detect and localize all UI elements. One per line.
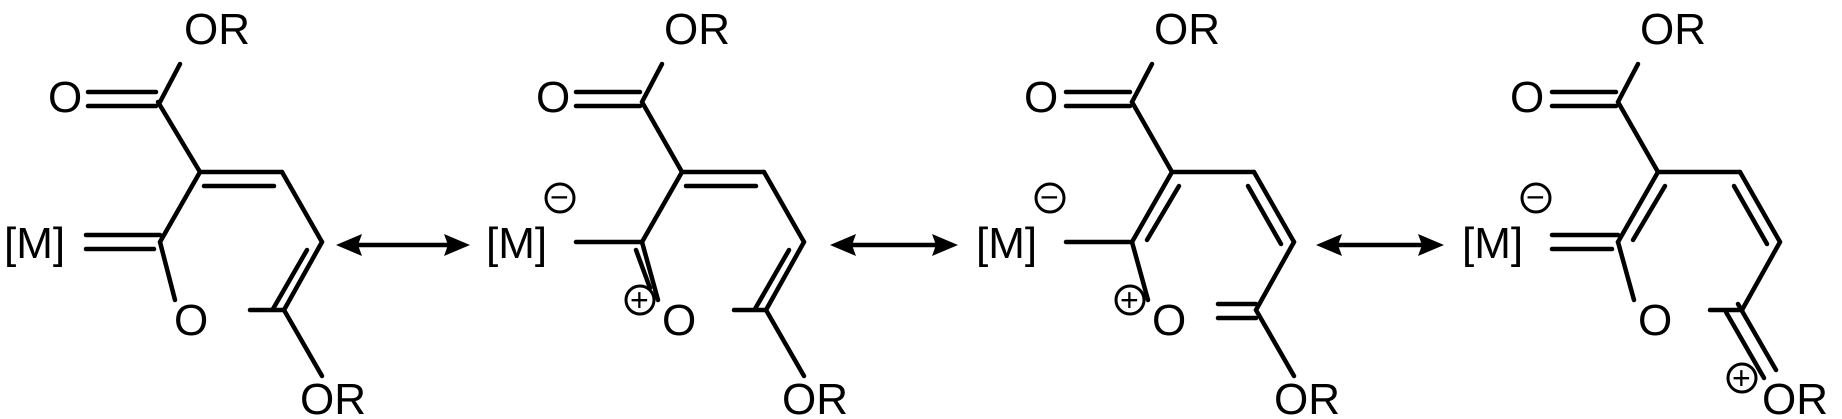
resonance-structure-1: OR O [M] O OR <box>4 5 366 419</box>
bond-ring-o-c2 <box>1615 239 1637 303</box>
plus-sign: + <box>1120 282 1139 318</box>
ring-oxygen-label: O <box>1152 296 1186 345</box>
minus-sign: − <box>1040 179 1059 215</box>
metal-negative-charge: − <box>1520 179 1552 215</box>
ring-oxygen-positive-charge: + <box>1114 282 1146 318</box>
ring-oxygen-label: O <box>174 296 208 345</box>
bond-c6-alkoxy <box>763 307 807 379</box>
resonance-arrow-1 <box>336 234 470 256</box>
arrow-head-right <box>932 234 958 256</box>
bond-c2-c3 <box>157 169 203 245</box>
bond-c2-c3-inner <box>1630 183 1668 243</box>
arrow-head-right <box>1418 234 1444 256</box>
metal-label: [M] <box>486 219 547 268</box>
bond-c6-alkoxy-a <box>1735 301 1779 373</box>
resonance-structure-4: OR O [M] − O OR + <box>1462 5 1828 419</box>
bond-c4-c5 <box>1737 169 1783 245</box>
bond-c5-c6 <box>763 239 807 313</box>
alkoxy-or-label: OR <box>1762 375 1828 419</box>
arrow-head-left <box>1316 234 1342 256</box>
bond-carbonyl-c-c3 <box>639 99 685 175</box>
arrow-head-left <box>336 234 362 256</box>
resonance-structure-2: OR O [M] − O + OR <box>486 5 848 419</box>
bond-c5-c6 <box>1739 239 1783 313</box>
bond-carbonyl-c-ester-o <box>1129 61 1155 105</box>
alkoxy-positive-charge: + <box>1726 360 1758 396</box>
bond-carbonyl-c-ester-o <box>639 61 665 105</box>
bond-c4-c5 <box>761 169 807 245</box>
metal-label: [M] <box>1462 219 1523 268</box>
bond-c4-c5-inner <box>1245 183 1284 247</box>
ring-oxygen-label: O <box>1638 296 1672 345</box>
ring-oxygen-label: O <box>662 296 696 345</box>
bond-c2-c3 <box>1615 169 1661 245</box>
resonance-arrow-3 <box>1316 234 1444 256</box>
bond-c5-c6-inner <box>270 247 310 312</box>
bond-c6-alkoxy <box>1253 307 1297 379</box>
ester-or-label: OR <box>1640 5 1706 54</box>
alkoxy-or-label: OR <box>300 375 366 419</box>
bond-c6-alkoxy <box>281 307 325 379</box>
bond-ring-o-c2 <box>1129 239 1151 303</box>
bond-c4-c5-inner <box>1731 183 1770 247</box>
bond-ring-o-c2 <box>639 239 661 303</box>
bond-c5-c6 <box>1253 239 1297 313</box>
bond-carbonyl-c-c3 <box>155 99 203 175</box>
ring-oxygen-positive-charge: + <box>624 282 656 318</box>
carbonyl-oxygen-label: O <box>48 73 82 122</box>
bond-c5-c6 <box>281 239 325 313</box>
carbonyl-oxygen-label: O <box>1510 73 1544 122</box>
bond-c2-c3-inner <box>1144 183 1182 243</box>
bond-c2-c3 <box>1129 169 1175 245</box>
plus-sign: + <box>630 282 649 318</box>
metal-label: [M] <box>4 219 65 268</box>
carbonyl-oxygen-label: O <box>536 73 570 122</box>
plus-sign: + <box>1732 360 1751 396</box>
metal-label: [M] <box>976 219 1037 268</box>
resonance-arrow-2 <box>830 234 958 256</box>
bond-carbonyl-c-c3 <box>1615 99 1661 175</box>
metal-negative-charge: − <box>1034 179 1066 215</box>
ester-or-label: OR <box>184 5 250 54</box>
bond-c5-c6-inner <box>752 247 792 312</box>
bond-c4-c5 <box>279 169 325 245</box>
minus-sign: − <box>1526 179 1545 215</box>
alkoxy-or-label: OR <box>1274 375 1340 419</box>
ester-or-label: OR <box>664 5 730 54</box>
bond-carbonyl-c-ester-o <box>157 61 183 105</box>
carbonyl-oxygen-label: O <box>1024 73 1058 122</box>
ester-or-label: OR <box>1154 5 1220 54</box>
alkoxy-or-label: OR <box>782 375 848 419</box>
arrow-head-right <box>444 234 470 256</box>
bond-c4-c5 <box>1251 169 1297 245</box>
bond-carbonyl-c-c3 <box>1129 99 1175 175</box>
bond-ring-o-c2 <box>157 239 178 303</box>
arrow-head-left <box>830 234 856 256</box>
bond-c6-alkoxy-b <box>1723 309 1767 381</box>
bond-ring-o-c2-inner <box>633 247 653 291</box>
bond-c2-c3 <box>639 169 685 245</box>
minus-sign: − <box>550 179 569 215</box>
resonance-structure-3: OR O [M] − O + OR <box>976 5 1340 419</box>
metal-negative-charge: − <box>544 179 576 215</box>
bond-carbonyl-c-ester-o <box>1615 61 1641 105</box>
